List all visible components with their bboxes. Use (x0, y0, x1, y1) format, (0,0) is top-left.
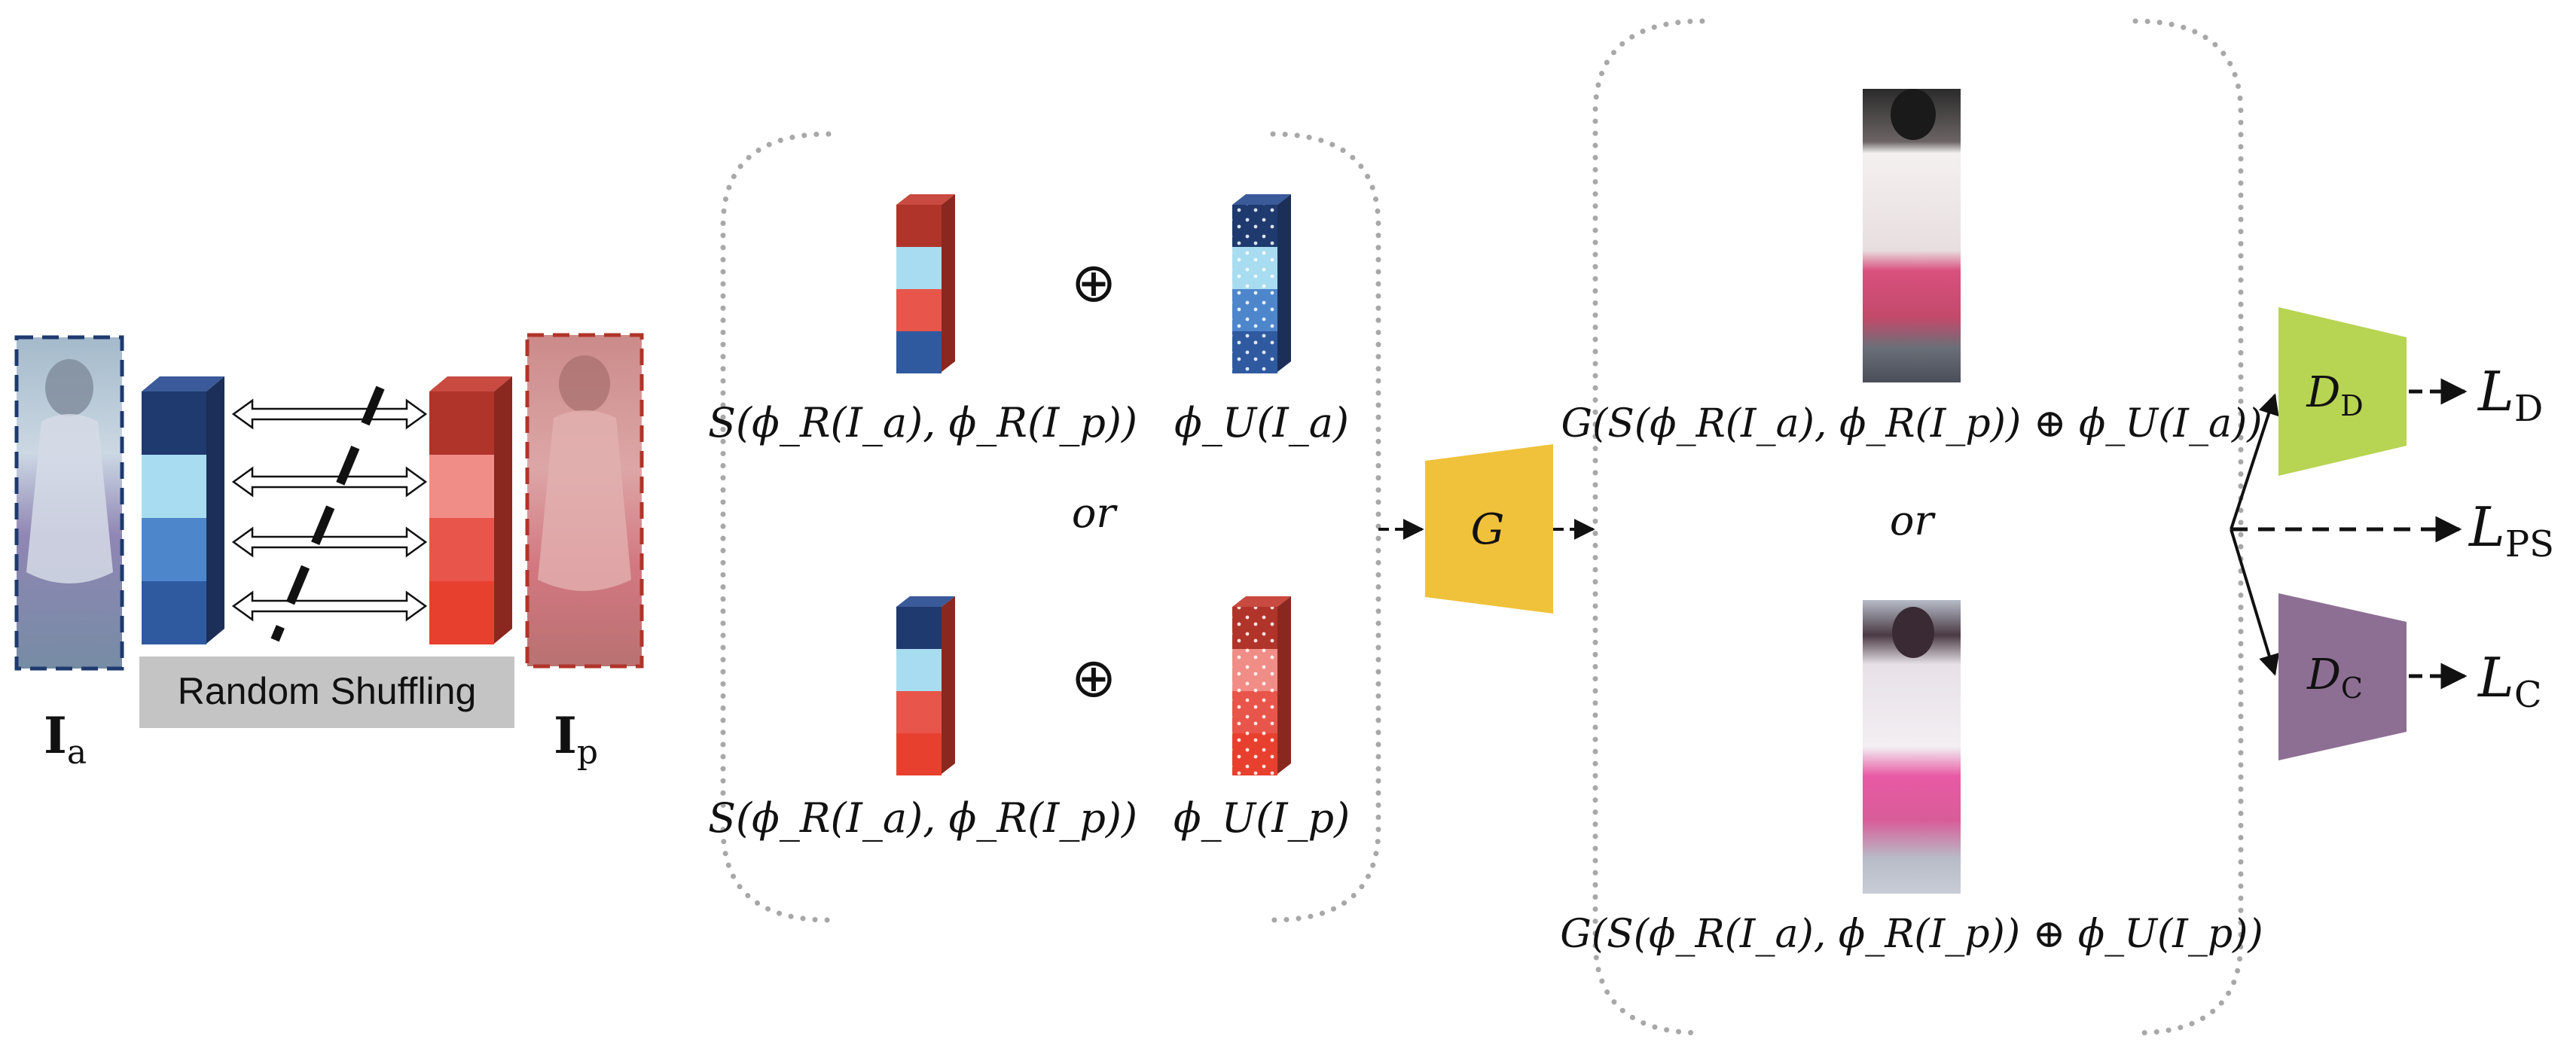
bracket-right (1270, 131, 1381, 923)
shuffle-label: Random Shuffling (178, 670, 477, 712)
formula-u-top: ϕ_U(I_a) (1174, 399, 1349, 446)
or-middle: or (1072, 489, 1119, 537)
bracket-output-left (1592, 18, 1705, 1036)
oplus-top: ⊕ (1071, 251, 1116, 314)
discriminator-c-label: DC (2306, 650, 2363, 705)
unrelated-stack-p (1232, 596, 1291, 775)
generated-image-bottom (1863, 600, 1961, 894)
discriminator-d-label: DD (2306, 368, 2363, 422)
bracket-left (720, 131, 832, 923)
discriminator-d (2278, 307, 2407, 476)
label-image-a: Ia (44, 706, 87, 772)
shuffled-stack-top (896, 194, 955, 373)
loss-ps: LPS (2468, 495, 2554, 565)
label-image-p: Ip (554, 706, 598, 772)
loss-d: LD (2477, 360, 2543, 430)
input-image-p (525, 333, 644, 669)
oplus-bottom: ⊕ (1071, 646, 1116, 709)
feature-stack-red (429, 376, 512, 644)
or-output: or (1890, 497, 1937, 544)
generated-image-top (1863, 89, 1961, 382)
arrow-to-dd (2230, 393, 2279, 530)
formula-s-top: S(ϕ_R(I_a), ϕ_R(I_p)) (708, 399, 1137, 446)
formula-g-bottom: G(S(ϕ_R(I_a), ϕ_R(I_p)) ⊕ ϕ_U(I_p)) (1560, 912, 2263, 957)
formula-g-top: G(S(ϕ_R(I_a), ϕ_R(I_p)) ⊕ ϕ_U(I_a)) (1561, 401, 2262, 446)
arrow-to-dc (2230, 529, 2280, 676)
discriminator-c (2278, 593, 2407, 760)
formula-u-bottom: ϕ_U(I_p) (1174, 794, 1350, 842)
generator-label: G (1471, 505, 1505, 554)
shuffle-arrows (231, 398, 428, 622)
formula-s-bottom: S(ϕ_R(I_a), ϕ_R(I_p)) (708, 794, 1137, 842)
unrelated-stack-a (1232, 194, 1291, 373)
generator-block (1425, 444, 1553, 614)
loss-c: LC (2477, 646, 2542, 716)
shuffle-label-box (139, 657, 514, 728)
shuffle-slash (270, 385, 385, 642)
bracket-output-right (2132, 18, 2244, 1036)
input-image-a (14, 335, 124, 671)
shuffled-stack-bottom (896, 596, 955, 775)
feature-stack-blue (142, 376, 224, 644)
